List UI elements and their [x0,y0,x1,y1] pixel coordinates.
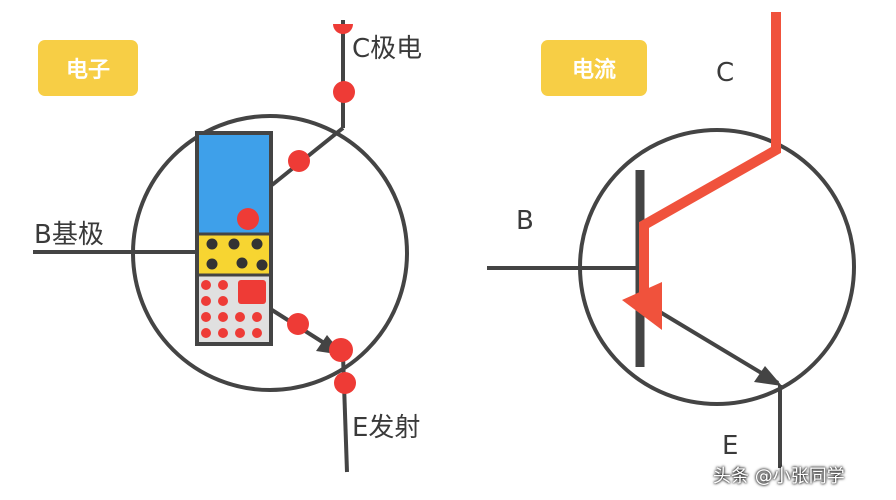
right-emitter-diagonal [638,298,780,385]
electron [334,372,356,394]
electron [201,280,211,290]
electron [252,328,262,338]
right-base-label: B [516,206,534,236]
semiconductor-outline [195,131,273,346]
left-transistor [33,20,409,473]
electron [201,312,211,322]
electron [333,24,353,34]
electron-badge: 电子 [38,40,138,96]
flowing-electrons [237,24,356,394]
electron [287,313,309,335]
collector-label: C极电 [352,34,423,64]
hole [256,259,268,271]
electron [218,328,228,338]
right-emitter-arrow [754,366,782,386]
current-path [639,12,781,300]
hole [251,238,263,250]
electron [201,296,211,306]
emitter-label: E发射 [352,413,421,443]
electron [235,312,245,322]
electron [252,312,262,322]
base-label: B基极 [34,220,104,250]
hole [206,258,218,270]
electron [237,208,259,230]
emitter-electrons [201,280,266,338]
n-type-collector-region [197,133,271,234]
electron [235,328,245,338]
base-holes [206,238,268,271]
electron [333,81,355,103]
electron-cluster [238,280,266,304]
electron [218,280,228,290]
watermark: 头条 @小张同学 [713,466,845,487]
electron [218,296,228,306]
right-collector-label: C [716,58,735,88]
right-emitter-label: E [722,431,739,461]
current-arrow [622,282,662,330]
hole [236,257,248,269]
current-badge: 电流 [541,40,647,96]
hole [206,238,218,250]
electron [201,328,211,338]
electron [218,312,228,322]
electron [288,150,310,172]
hole [228,238,240,250]
right-transistor [487,12,856,468]
electron [329,338,353,362]
